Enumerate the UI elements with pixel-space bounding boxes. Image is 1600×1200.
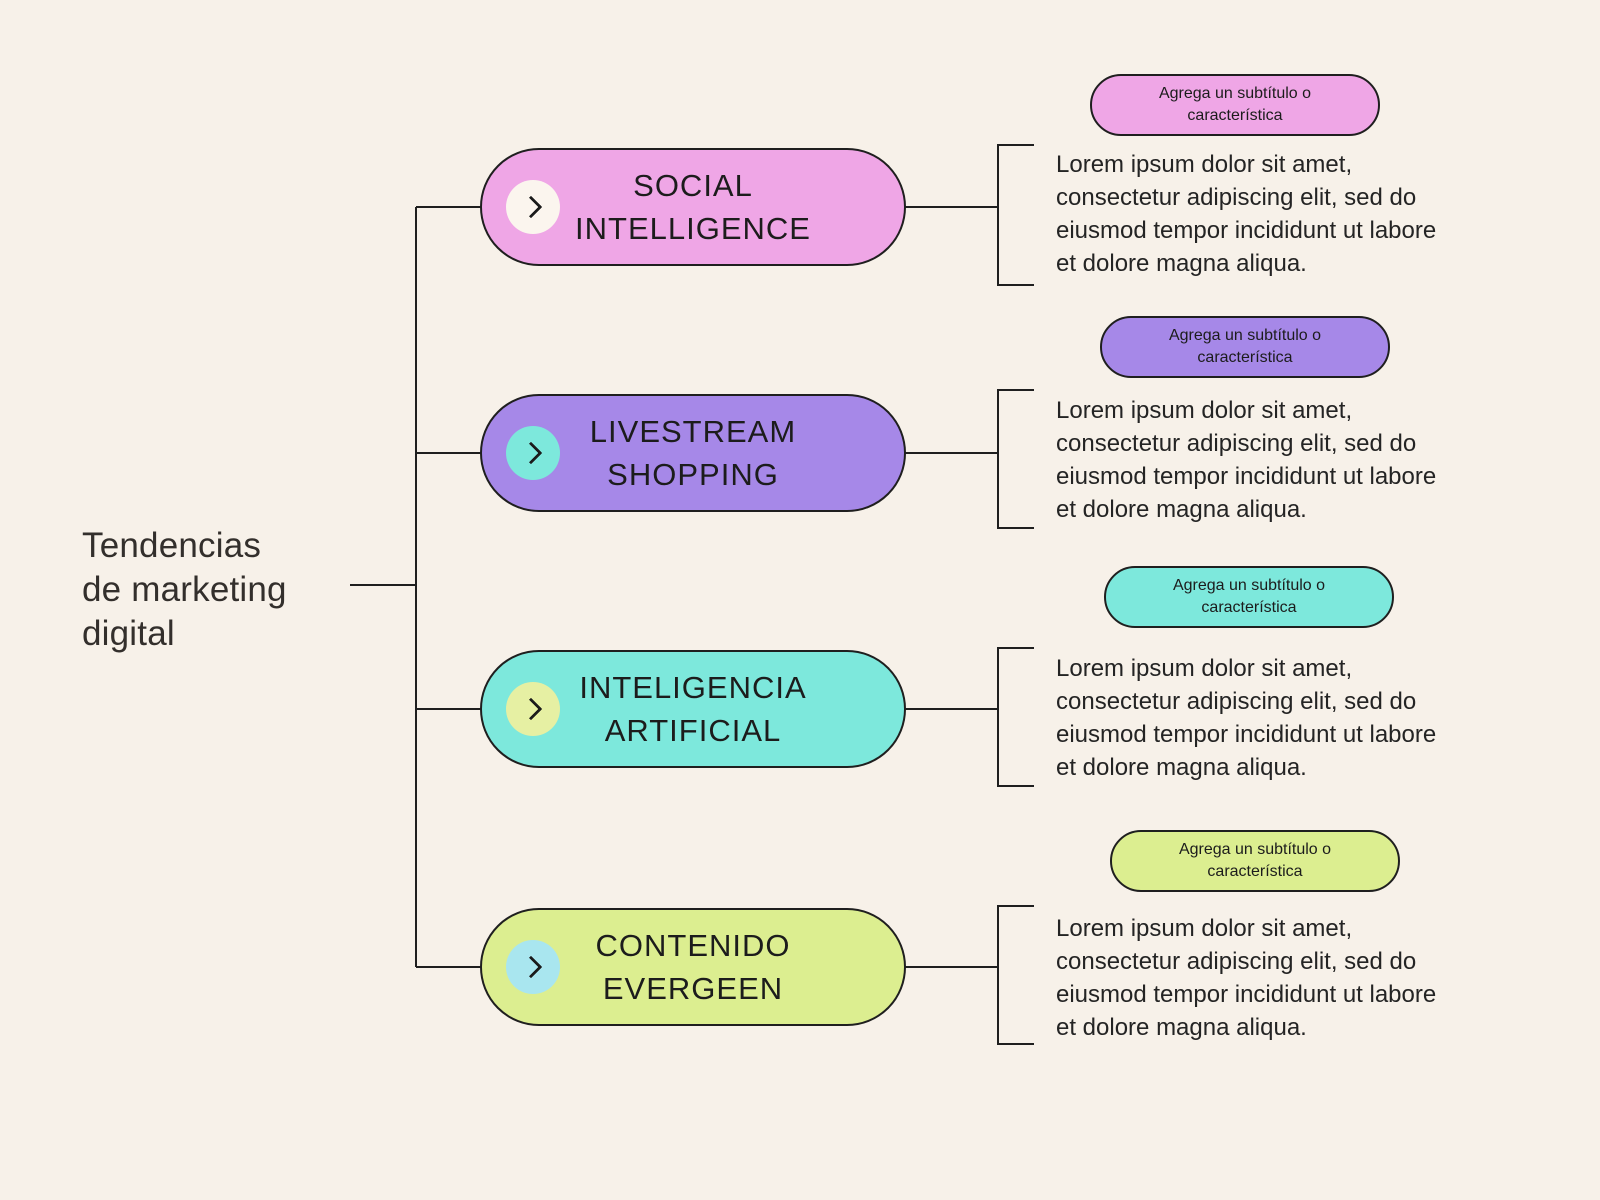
branch-label: LIVESTREAM SHOPPING	[589, 413, 797, 492]
branch-description: Lorem ipsum dolor sit amet, consectetur …	[1056, 915, 1437, 1041]
detail-bracket-1	[997, 144, 1034, 286]
branch-node-inteligencia-artificial: INTELIGENCIA ARTIFICIAL	[480, 650, 906, 768]
subtitle-pill: Agrega un subtítulo o característica	[1090, 74, 1380, 136]
chevron-right-icon	[519, 441, 542, 465]
chevron-right-icon	[519, 195, 542, 219]
subtitle-text: Agrega un subtítulo o característica	[1168, 326, 1322, 366]
branch-node-contenido-evergeen: CONTENIDO EVERGEEN	[480, 908, 906, 1026]
chevron-circle	[506, 426, 560, 480]
subtitle-pill: Agrega un subtítulo o característica	[1104, 566, 1394, 628]
subtitle-pill: Agrega un subtítulo o característica	[1110, 830, 1400, 892]
chevron-circle	[506, 682, 560, 736]
map-title: Tendencias de marketing digital	[82, 526, 287, 653]
branch-label: INTELIGENCIA ARTIFICIAL	[579, 669, 807, 748]
branch-label: CONTENIDO EVERGEEN	[595, 927, 791, 1006]
detail-bracket-3	[997, 647, 1034, 787]
chevron-circle	[506, 940, 560, 994]
subtitle-text: Agrega un subtítulo o característica	[1178, 840, 1332, 880]
chevron-right-icon	[519, 697, 542, 721]
subtitle-text: Agrega un subtítulo o característica	[1172, 576, 1326, 616]
branch-description: Lorem ipsum dolor sit amet, consectetur …	[1056, 655, 1437, 781]
branch-description: Lorem ipsum dolor sit amet, consectetur …	[1056, 397, 1437, 523]
detail-bracket-4	[997, 905, 1034, 1045]
subtitle-text: Agrega un subtítulo o característica	[1158, 84, 1312, 124]
detail-bracket-2	[997, 389, 1034, 529]
branch-description: Lorem ipsum dolor sit amet, consectetur …	[1056, 151, 1437, 277]
branch-node-social-intelligence: SOCIAL INTELLIGENCE	[480, 148, 906, 266]
subtitle-pill: Agrega un subtítulo o característica	[1100, 316, 1390, 378]
branch-node-livestream-shopping: LIVESTREAM SHOPPING	[480, 394, 906, 512]
chevron-circle	[506, 180, 560, 234]
branch-label: SOCIAL INTELLIGENCE	[575, 167, 811, 246]
chevron-right-icon	[519, 955, 542, 979]
